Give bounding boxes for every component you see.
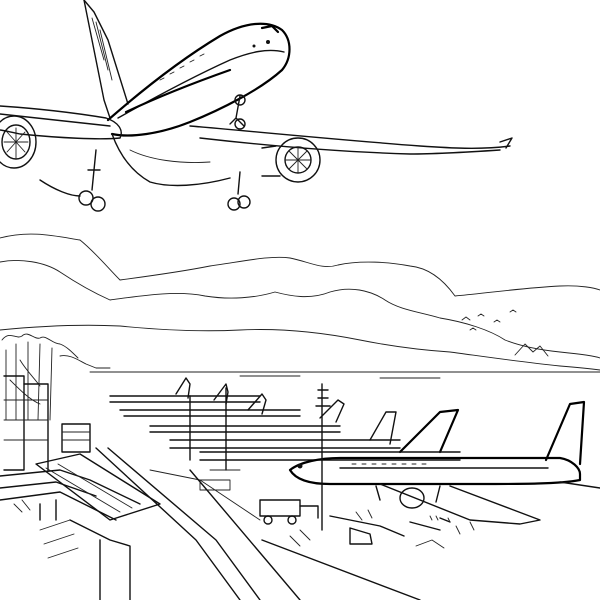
birds [461, 309, 517, 331]
terminal-structure [0, 375, 421, 600]
cloud-bank [0, 233, 600, 371]
light-poles [189, 383, 331, 531]
ground-vehicles [199, 469, 475, 545]
airliner-in-flight [0, 0, 513, 212]
horizon [89, 371, 600, 379]
parked-planes [109, 377, 600, 525]
small-details [289, 509, 451, 549]
trees-left [1, 333, 111, 421]
